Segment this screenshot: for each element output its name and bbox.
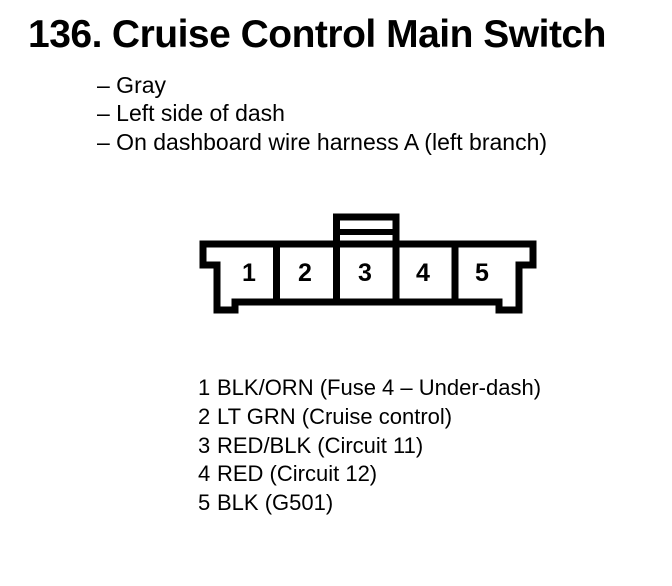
pin-list-number: 2 <box>198 403 211 429</box>
pin-row: 3 RED/BLK (Circuit 11) <box>198 432 541 461</box>
pin-list-number: 5 <box>198 490 211 515</box>
pin-list: 1 BLK/ORN (Fuse 4 – Under-dash) 2 LT GRN… <box>198 374 541 518</box>
item-title: Cruise Control Main Switch <box>111 13 607 56</box>
pin-row: 5 BLK (G501) <box>198 489 541 518</box>
connector-diagram: 1 2 3 4 5 <box>199 213 537 314</box>
pin-list-number: 1 <box>198 375 211 400</box>
attribute-item-color: – Gray <box>97 72 167 98</box>
attribute-item-harness: – On dashboard wire harness A (left bran… <box>97 128 548 155</box>
pin-list-desc: RED (Circuit 12) <box>217 461 378 487</box>
pin-list-number: 3 <box>198 432 211 458</box>
pin-list-desc: BLK (G501) <box>217 490 334 515</box>
pin-number-5: 5 <box>475 259 489 287</box>
connector-housing-outline <box>199 240 537 314</box>
pin-number-1: 1 <box>242 259 256 287</box>
pin-list-desc: LT GRN (Cruise control) <box>217 403 453 429</box>
pin-number-2: 2 <box>298 259 312 287</box>
pin-row: 2 LT GRN (Cruise control) <box>198 403 541 432</box>
pin-number-4: 4 <box>416 259 430 287</box>
pin-list-desc: BLK/ORN (Fuse 4 – Under-dash) <box>217 375 542 400</box>
pin-row: 4 RED (Circuit 12) <box>198 460 541 489</box>
attribute-list: – Gray – Left side of dash – On dashboar… <box>97 71 547 156</box>
page-title: 136.Cruise Control Main Switch <box>28 13 607 57</box>
attribute-item-location: – Left side of dash <box>97 100 285 127</box>
pin-row: 1 BLK/ORN (Fuse 4 – Under-dash) <box>198 374 541 403</box>
item-number: 136. <box>28 13 102 56</box>
pin-number-3: 3 <box>358 259 372 287</box>
pin-list-desc: RED/BLK (Circuit 11) <box>217 432 424 458</box>
pin-list-number: 4 <box>198 461 211 487</box>
